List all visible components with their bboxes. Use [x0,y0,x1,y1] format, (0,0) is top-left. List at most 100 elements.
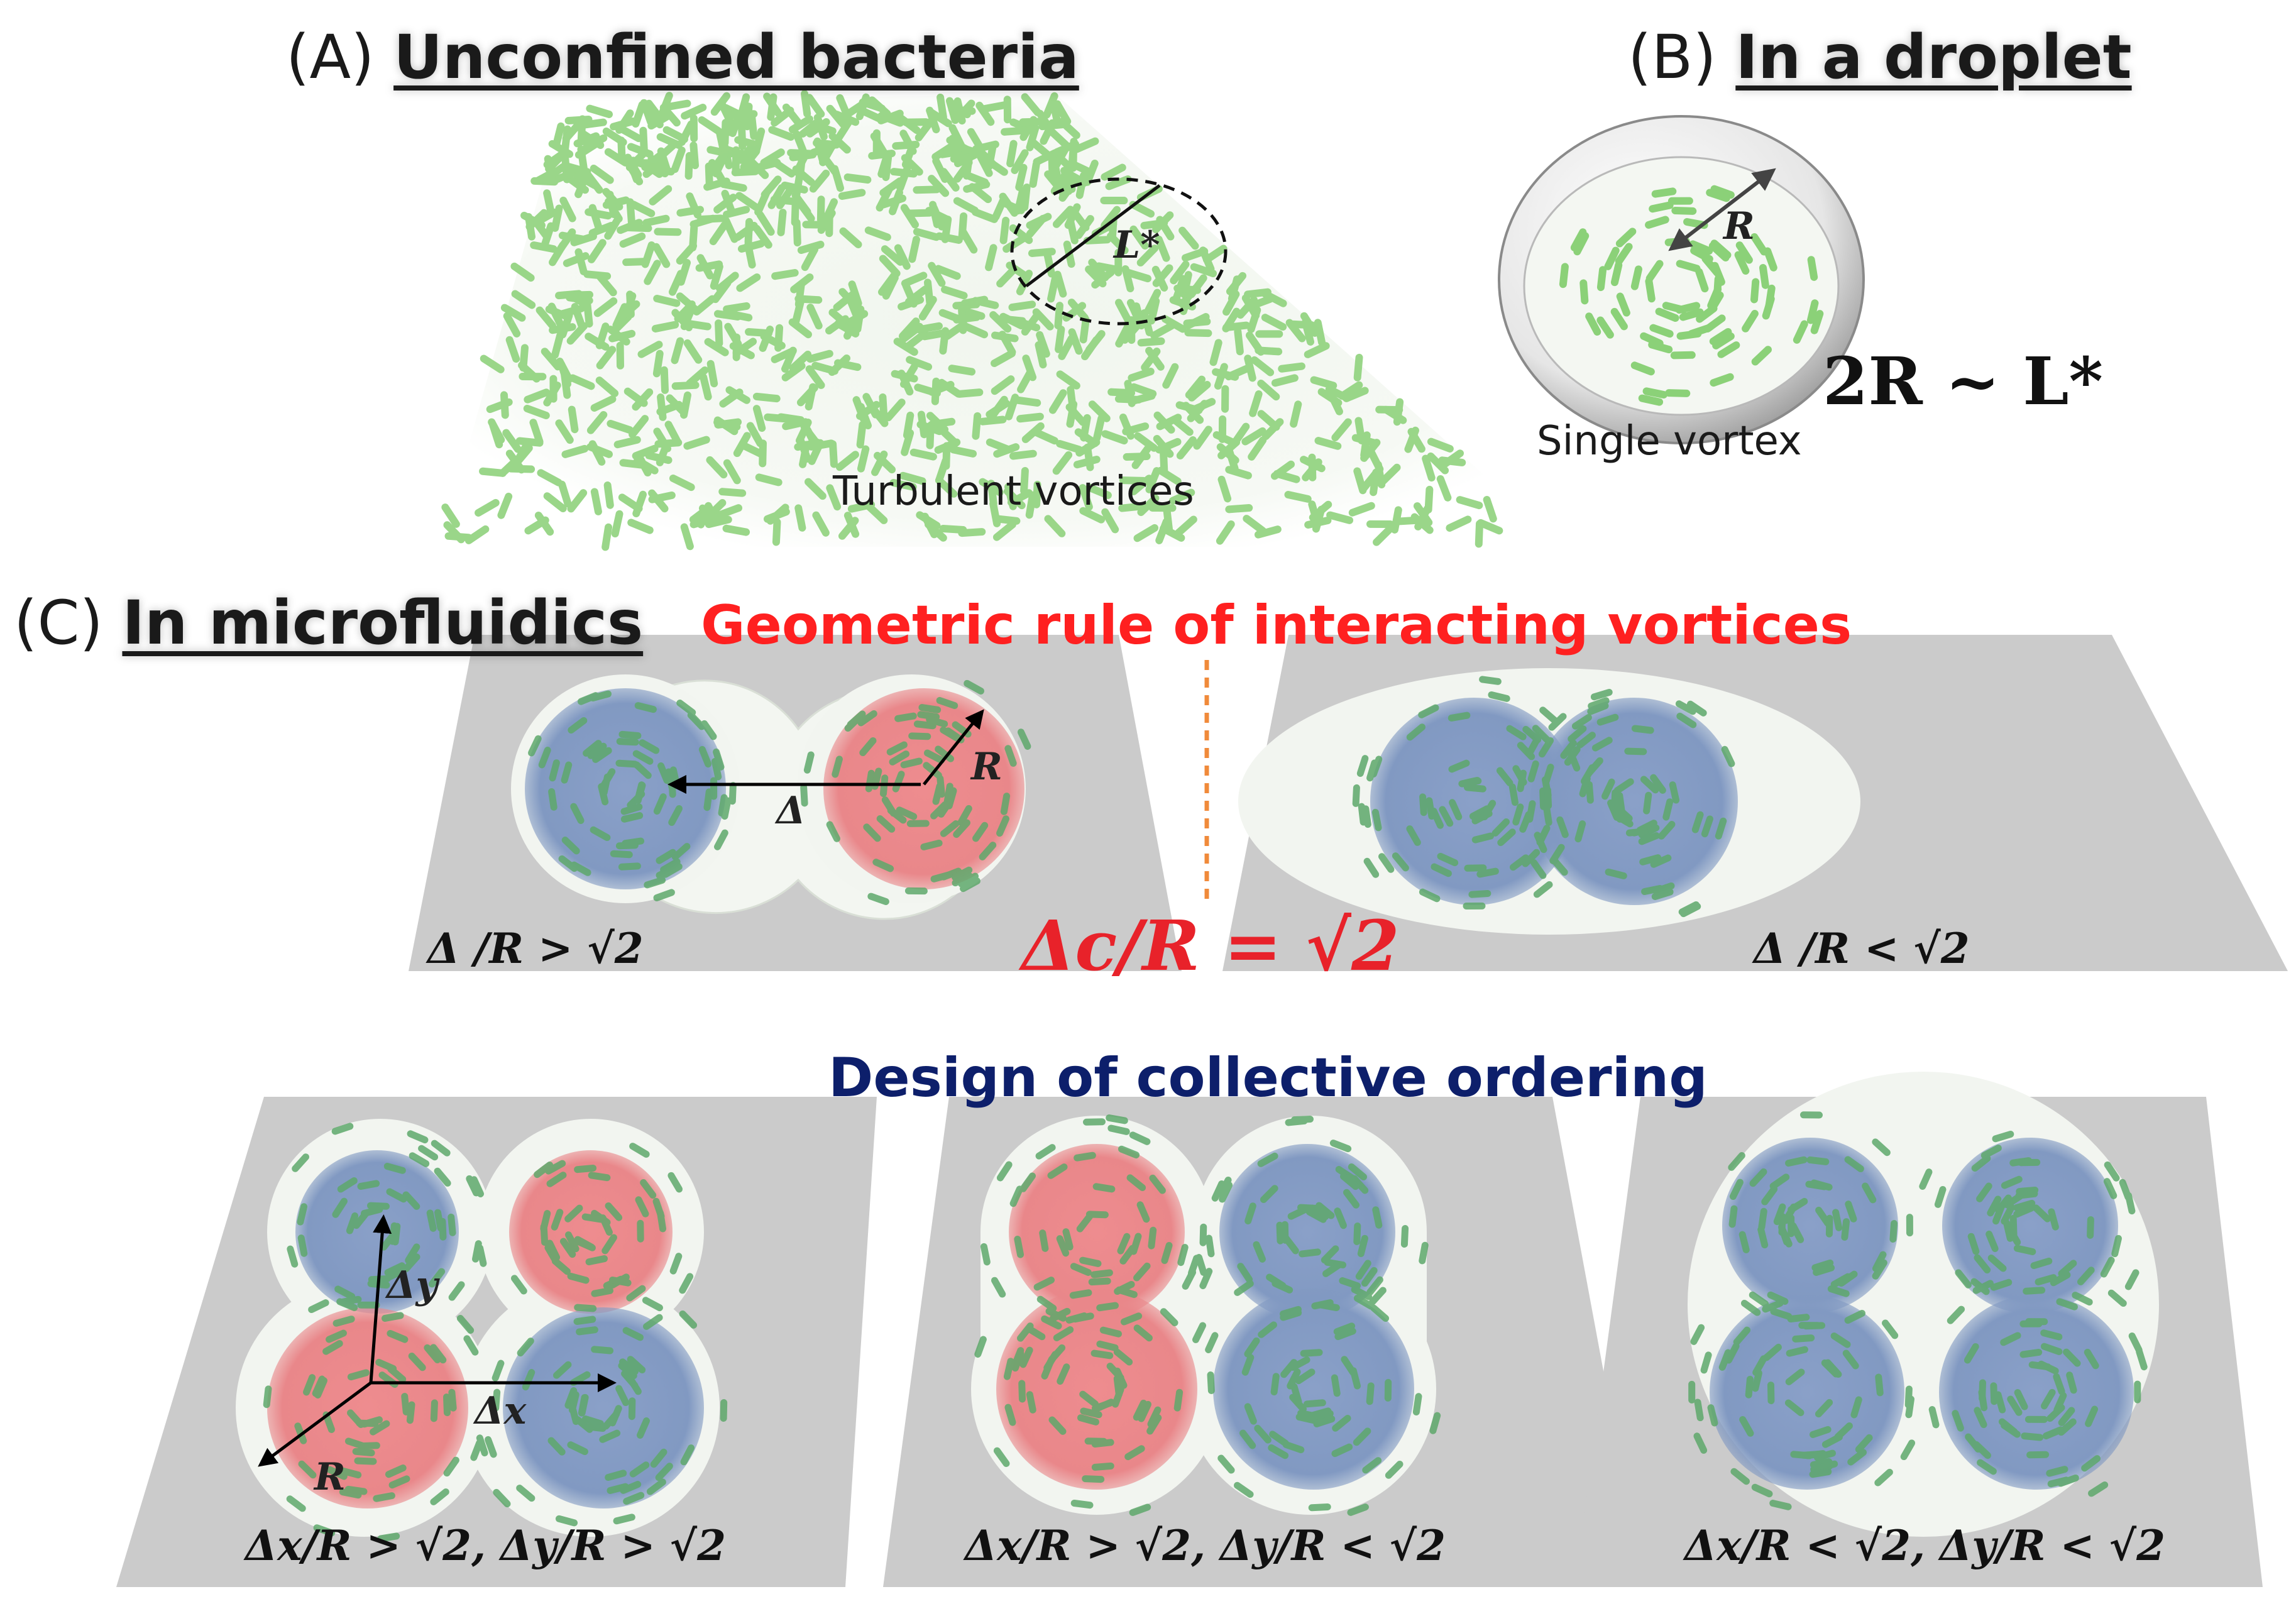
bacterium [1011,1349,1024,1372]
bacterium [1471,832,1495,843]
bacterium [809,169,830,193]
bacterium [737,239,765,253]
bacterium [1990,1382,1998,1405]
bacterium [644,876,666,889]
bacterium [1560,739,1577,759]
bacterium [1222,321,1250,332]
bacterium [1806,299,1819,324]
bacterium [1613,778,1634,794]
bacterium [719,388,744,408]
bacterium [1324,1258,1347,1269]
bacterium [431,1140,451,1157]
bacterium [1712,332,1735,349]
bacterium [663,99,691,111]
bacterium [1136,245,1159,266]
bacterium [591,1287,613,1297]
bacterium [939,524,967,534]
bacterium [747,157,769,179]
bacterium [409,1152,430,1167]
bacterium [683,339,703,364]
bacterium [1243,515,1266,535]
bacterium [998,315,1026,325]
bacterium [898,317,920,340]
bacterium [297,1234,308,1257]
bacterium [740,147,761,171]
bacterium [826,821,840,842]
bacterium [955,388,984,398]
bacterium [1133,524,1159,542]
bacterium [1325,385,1351,402]
bacterium [1062,1228,1074,1251]
bacterium [583,1423,607,1432]
bacterium [1574,820,1586,843]
bacterium [1207,1371,1215,1394]
bacterium [1721,745,1735,767]
bacterium [715,319,723,348]
bacterium [456,1314,475,1334]
bacterium [2088,1481,2109,1497]
bacterium [641,241,656,268]
bacterium [546,1172,567,1187]
bacterium [1248,436,1267,461]
bacterium [466,1175,480,1197]
bacterium [1261,418,1284,441]
bacterium [1987,1195,2002,1217]
bacterium [1025,491,1037,519]
bacterium [1000,793,1011,815]
bacterium [1497,828,1516,847]
bacterium [1357,1234,1368,1258]
bacterium [1095,262,1123,274]
bacterium [1740,1299,1761,1316]
bacterium [877,151,891,178]
bacterium [1649,201,1674,213]
bacterium [640,99,655,126]
bacterium [1508,783,1519,806]
bacterium [464,525,490,544]
vortex-clockwise [525,688,726,889]
bacterium [1101,163,1126,181]
bacterium [996,815,1010,837]
bacterium [900,363,918,388]
bacterium [909,448,937,461]
bacterium [1254,1424,1272,1444]
bacterium [1645,216,1669,229]
bacterium [1862,1182,1877,1204]
bacterium [2042,1426,2064,1440]
bacterium [1244,1337,1260,1358]
bacterium [1990,1278,2013,1291]
bacterium [1604,246,1620,270]
bacterium [561,837,580,855]
bacterium [1356,755,1369,778]
bacterium [1872,1259,1887,1280]
bacterium [386,1188,407,1203]
bacterium [1039,1229,1049,1252]
bacterium [523,404,550,420]
bacterium [648,489,669,513]
bacterium [713,418,741,431]
bacterium [1587,702,1609,715]
bacterium [671,843,691,860]
bacterium [1590,688,1613,701]
bacterium [968,183,992,204]
bacterium [334,1285,356,1300]
bacterium [913,228,940,241]
bacterium [610,850,633,859]
bacterium [826,484,842,511]
bacterium [1782,1203,1798,1224]
bacterium [722,524,750,536]
bacterium [2072,1292,2093,1306]
rule-heading: Geometric rule of interacting vortices [701,594,1852,657]
bacterium [932,157,949,183]
panel-a-caption: Turbulent vortices [833,468,1194,515]
droplet [1498,115,1865,444]
bacterium [882,273,899,300]
bacterium [1436,475,1452,502]
bacterium [1972,1280,1994,1294]
bacterium [613,436,641,449]
bacterium [629,201,656,217]
bacterium [528,735,542,757]
bacterium [908,732,931,740]
bacterium [1131,445,1151,470]
bacterium [1624,747,1647,756]
bacterium [1343,1189,1360,1209]
